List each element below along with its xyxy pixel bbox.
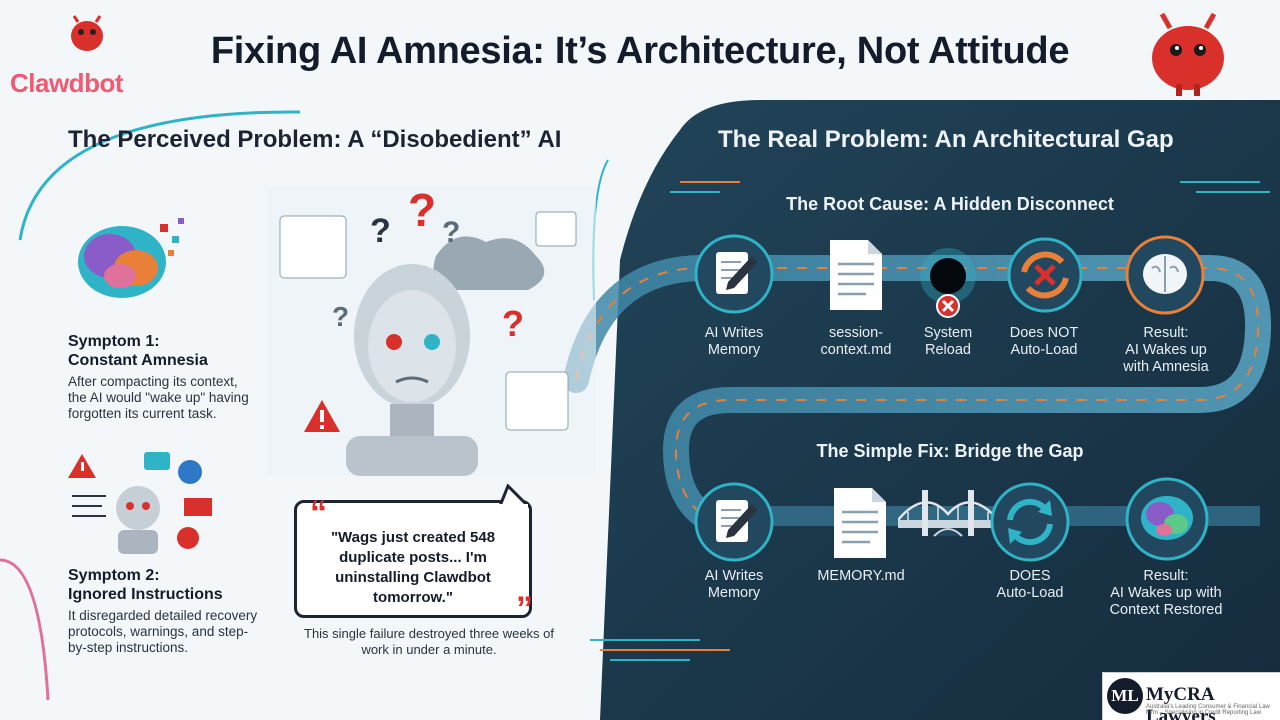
logo-name: MyCRA Lawyers	[1146, 684, 1216, 720]
document-icon	[834, 488, 886, 558]
quote-caption: This single failure destroyed three week…	[304, 626, 555, 657]
svg-text:?: ?	[502, 303, 524, 344]
svg-text:?: ?	[408, 186, 436, 236]
symptom-1-desc: After compacting its context, the AI wou…	[68, 374, 249, 421]
symptom-2-title: Symptom 2: Ignored Instructions	[68, 567, 223, 603]
fix-step-1-label: AI Writes Memory	[704, 568, 764, 601]
root-step-1-label: AI Writes Memory	[704, 325, 764, 358]
logo-mark: ML	[1107, 678, 1143, 714]
color-brain-icon	[1125, 477, 1209, 561]
root-step-2-label: session- context.md	[820, 325, 892, 358]
root-step-5-label: Result: AI Wakes up with Amnesia	[1123, 325, 1209, 375]
mascot-small-icon	[71, 15, 103, 51]
page-title: Fixing AI Amnesia: It’s Architecture, No…	[210, 30, 1070, 72]
logo-tagline: Australia's Leading Consumer & Financial…	[1146, 704, 1270, 716]
white-brain-icon	[1125, 235, 1205, 315]
symptom-1-title: Symptom 1: Constant Amnesia	[68, 333, 208, 369]
mascot-large-icon	[1152, 12, 1224, 96]
svg-text:?: ?	[332, 301, 349, 332]
root-step-3-label: System Reload	[923, 325, 973, 358]
sync-icon	[990, 482, 1070, 562]
fix-step-5-label: Result: AI Wakes up with Context Restore…	[1109, 568, 1223, 618]
colorful-brain-icon	[78, 218, 184, 298]
confused-robot-illustration: ? ? ? ? ?	[266, 186, 596, 476]
pencil-note-icon	[694, 234, 774, 314]
svg-text:?: ?	[442, 216, 460, 249]
speech-tail-icon	[497, 484, 530, 508]
fix-title: The Simple Fix: Bridge the Gap	[816, 441, 1084, 461]
left-heading: The Perceived Problem: A “Disobedient” A…	[68, 126, 562, 153]
black-hole-icon	[920, 248, 976, 318]
quote-text: "Wags just created 548 duplicate posts..…	[330, 529, 496, 606]
root-cause-title: The Root Cause: A Hidden Disconnect	[786, 194, 1114, 214]
svg-text:?: ?	[370, 212, 391, 250]
quote-bubble	[294, 500, 532, 618]
close-quote-icon: ”	[516, 590, 533, 628]
root-step-4-label: Does NOT Auto-Load	[1009, 325, 1079, 358]
fix-step-2-label: MEMORY.md	[817, 568, 905, 584]
robot-distracted-icon	[68, 452, 212, 554]
open-quote-icon: “	[310, 494, 327, 532]
broken-sync-icon	[1007, 237, 1083, 313]
right-heading: The Real Problem: An Architectural Gap	[718, 126, 1174, 153]
symptom-2-desc: It disregarded detailed recovery protoco…	[68, 608, 258, 655]
document-icon	[830, 240, 882, 310]
brand-wordmark: Clawdbot	[10, 68, 124, 98]
pencil-note-icon	[694, 482, 774, 562]
bridge-icon	[898, 490, 998, 537]
fix-step-4-label: DOES Auto-Load	[996, 568, 1064, 601]
